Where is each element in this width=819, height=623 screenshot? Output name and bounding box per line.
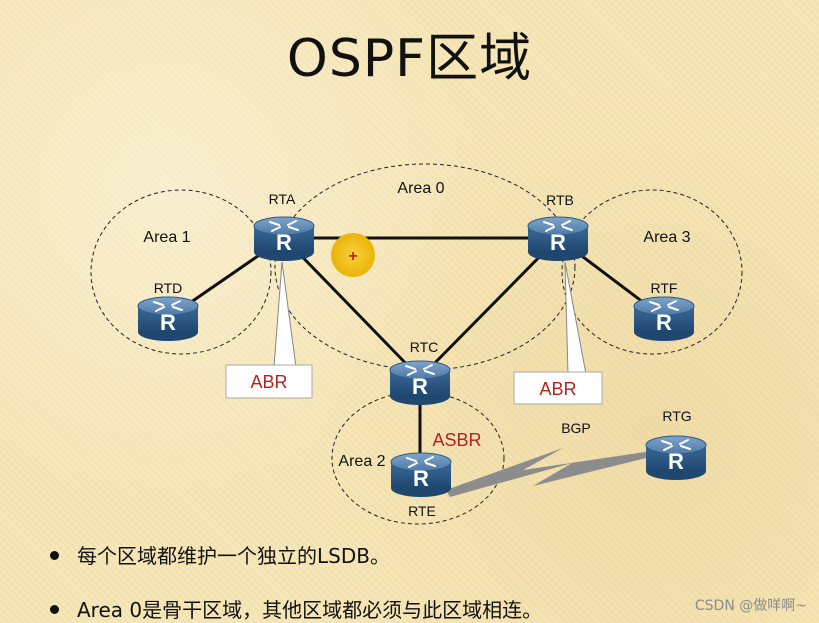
link-rta-rtc bbox=[282, 236, 422, 380]
rtb-label: RTB bbox=[546, 192, 574, 208]
area1-boundary bbox=[90, 189, 272, 355]
cursor-plus-icon: + bbox=[348, 248, 357, 265]
area0-boundary bbox=[274, 163, 576, 371]
router-rtb-icon: R bbox=[527, 216, 589, 261]
router-rtg-icon: R bbox=[645, 435, 707, 480]
area3-boundary bbox=[561, 189, 743, 355]
router-rta-glyph: R bbox=[276, 230, 292, 255]
csdn-watermark: CSDN @做咩啊~ bbox=[694, 598, 807, 614]
bullet-dot-icon bbox=[50, 605, 59, 614]
router-rte-icon: R bbox=[390, 452, 452, 497]
bgp-link bbox=[446, 448, 650, 497]
router-rtc-icon: R bbox=[389, 360, 451, 405]
router-rtd-glyph: R bbox=[160, 310, 176, 335]
router-rtg-glyph: R bbox=[668, 449, 684, 474]
bullet-item: Area 0是骨干区域，其他区域都必须与此区域相连。 bbox=[50, 594, 542, 623]
router-rtf-icon: R bbox=[633, 296, 695, 341]
slide-title: OSPF区域 bbox=[286, 29, 533, 89]
area2-label: Area 2 bbox=[338, 453, 385, 470]
rtg-label: RTG bbox=[662, 408, 691, 424]
abr-right-label: ABR bbox=[539, 379, 576, 399]
router-rtf-glyph: R bbox=[656, 310, 672, 335]
area1-label: Area 1 bbox=[143, 229, 190, 246]
bullet-item: 每个区域都维护一个独立的LSDB。 bbox=[50, 540, 390, 569]
bullet-text: 每个区域都维护一个独立的LSDB。 bbox=[77, 544, 390, 568]
abr-left-label: ABR bbox=[250, 372, 287, 392]
bullet-text: Area 0是骨干区域，其他区域都必须与此区域相连。 bbox=[77, 598, 543, 622]
rte-label: RTE bbox=[408, 503, 436, 519]
router-rtc-glyph: R bbox=[412, 374, 428, 399]
rtc-label: RTC bbox=[410, 339, 439, 355]
bgp-label: BGP bbox=[561, 420, 591, 436]
callout-abr-left: ABR bbox=[225, 261, 313, 399]
area0-label: Area 0 bbox=[397, 180, 444, 197]
area3-label: Area 3 bbox=[643, 229, 690, 246]
rtf-label: RTF bbox=[651, 280, 678, 296]
router-rte-glyph: R bbox=[413, 466, 429, 491]
rtd-label: RTD bbox=[154, 280, 183, 296]
link-rtb-rtc bbox=[418, 236, 560, 380]
router-rtb-glyph: R bbox=[550, 230, 566, 255]
bullet-dot-icon bbox=[50, 551, 59, 560]
rta-label: RTA bbox=[269, 191, 296, 207]
asbr-label: ASBR bbox=[432, 430, 481, 450]
callout-abr-right: ABR bbox=[513, 261, 603, 405]
cursor-highlight bbox=[331, 233, 375, 277]
router-rtd-icon: R bbox=[137, 296, 199, 341]
router-rta-icon: R bbox=[253, 216, 315, 261]
